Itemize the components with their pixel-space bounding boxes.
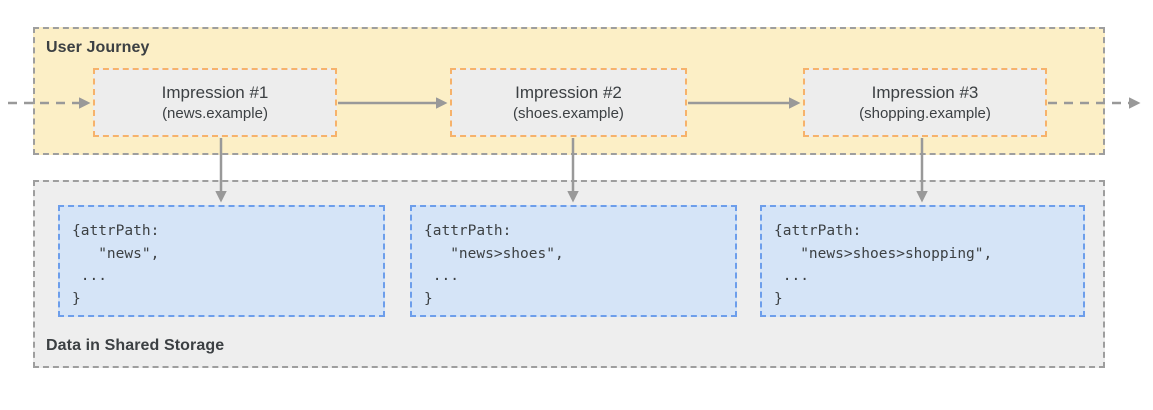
shared-storage-label: Data in Shared Storage bbox=[46, 337, 225, 354]
storage-entry-1-box: {attrPath: "news", ... } bbox=[58, 205, 385, 317]
impression-3-title: Impression #3 bbox=[871, 82, 979, 102]
impression-2-site: (shoes.example) bbox=[513, 104, 624, 122]
storage-entry-3-box: {attrPath: "news>shoes>shopping", ... } bbox=[760, 205, 1085, 317]
storage-entry-2-code: {attrPath: "news>shoes", ... } bbox=[424, 223, 564, 307]
storage-entry-2-box: {attrPath: "news>shoes", ... } bbox=[410, 205, 737, 317]
impression-3-box: Impression #3 (shopping.example) bbox=[803, 68, 1047, 137]
impression-2-title: Impression #2 bbox=[515, 82, 622, 102]
impression-2-box: Impression #2 (shoes.example) bbox=[450, 68, 687, 137]
impression-1-site: (news.example) bbox=[162, 104, 268, 122]
impression-1-box: Impression #1 (news.example) bbox=[93, 68, 337, 137]
impression-3-site: (shopping.example) bbox=[859, 104, 991, 122]
user-journey-label: User Journey bbox=[46, 39, 150, 56]
storage-entry-1-code: {attrPath: "news", ... } bbox=[72, 223, 160, 307]
storage-entry-3-code: {attrPath: "news>shoes>shopping", ... } bbox=[774, 223, 993, 307]
impression-1-title: Impression #1 bbox=[161, 82, 269, 102]
